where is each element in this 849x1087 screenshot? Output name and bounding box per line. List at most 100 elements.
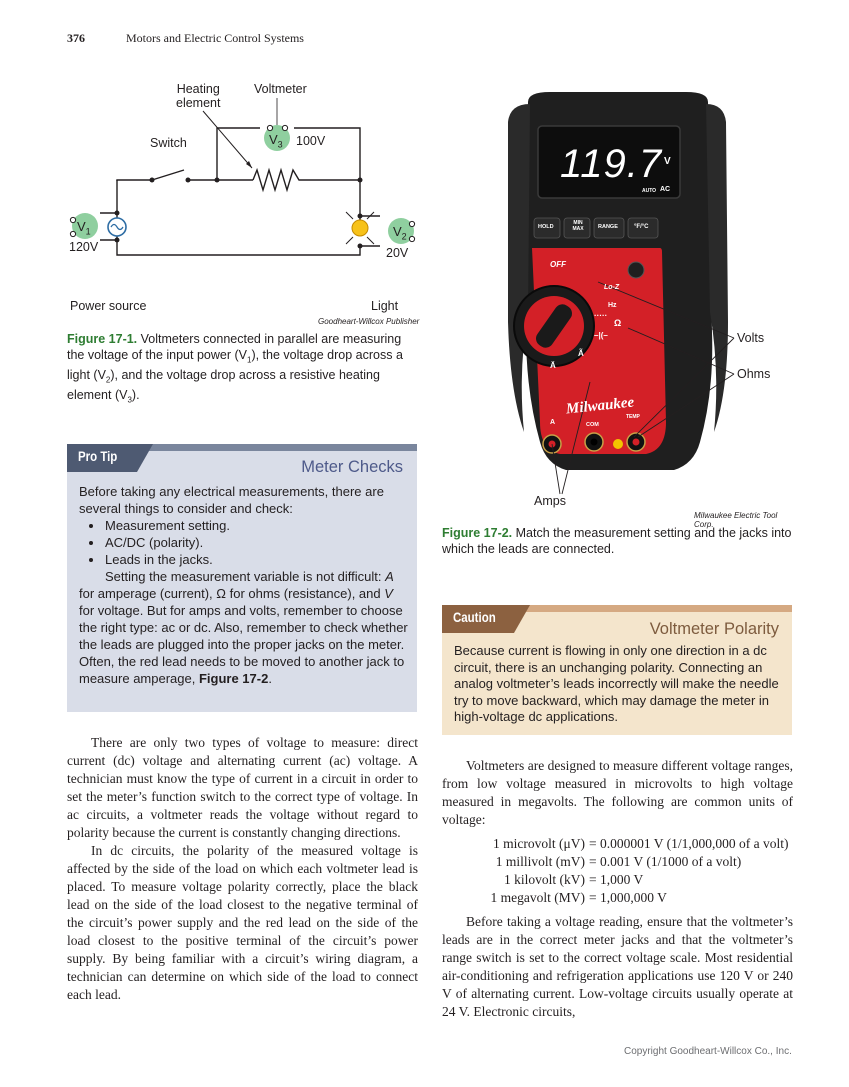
light-label: Light — [371, 299, 399, 313]
v3-meter-label: V3 — [269, 132, 283, 150]
dial-symbol: Ã — [578, 349, 584, 358]
junction-dot — [114, 237, 120, 243]
text-run: for amperage (current), Ω for ohms (resi… — [79, 586, 385, 601]
junction-dot — [357, 177, 363, 183]
caption-text: ), the voltage drop across a light (V — [67, 347, 403, 382]
unit-value: = 1,000,000 V — [589, 890, 667, 905]
text-run: Setting the measurement variable is not … — [105, 569, 386, 584]
figure-17-1-caption: Figure 17-1. Voltmeters connected in par… — [67, 332, 412, 408]
dial-ohm-label: Ω — [614, 318, 622, 328]
figure-credit: Milwaukee Electric Tool Corp. — [694, 511, 778, 529]
range-button-label: RANGE — [598, 224, 618, 230]
meter-display-unit: V — [664, 156, 671, 167]
unit-name: 1 microvolt (μV) — [493, 836, 585, 851]
figure-17-1: Heating element Voltmeter Switch V3 100V… — [60, 78, 430, 328]
list-item: 1 kilovolt (kV)= 1,000 V — [442, 871, 793, 889]
voltmeter-label: Voltmeter — [254, 82, 307, 96]
pro-tip-tab — [67, 444, 153, 472]
copyright-notice: Copyright Goodheart-Willcox Co., Inc. — [624, 1046, 792, 1057]
v3-loop — [216, 127, 260, 180]
caution-tab — [442, 605, 530, 633]
left-column-text: There are only two types of voltage to m… — [67, 734, 418, 1004]
volts-pointer — [633, 337, 735, 438]
caution-body: Because current is flowing in only one d… — [454, 643, 779, 724]
switch-contact-dot — [185, 177, 191, 183]
v1-meter-label: V1 — [77, 219, 91, 237]
v3-symbol: V — [269, 132, 278, 147]
running-head: Motors and Electric Control Systems — [126, 31, 304, 45]
junction-dot — [214, 177, 220, 183]
right-column-text: Voltmeters are designed to measure diffe… — [442, 757, 793, 1021]
v2-value: 20V — [386, 246, 409, 260]
v1-meter — [69, 213, 98, 239]
top-wire — [116, 179, 152, 181]
meter-jacks — [542, 432, 646, 454]
unit-name: 1 kilovolt (kV) — [504, 872, 585, 887]
temp-unit-button-label: °F/°C — [634, 224, 649, 230]
ohms-pointer — [627, 327, 735, 375]
heating-element-label-line2: element — [176, 96, 221, 110]
hold-button-label: HOLD — [538, 224, 554, 230]
ohms-pointer — [637, 373, 735, 438]
caption-text: Match the measurement setting and the ja… — [442, 526, 792, 556]
pro-tip-top-bar — [67, 444, 417, 451]
meter-display-mode: AC — [660, 186, 671, 193]
list-item: 1 microvolt (μV)= 0.000001 V (1/1,000,00… — [442, 835, 793, 853]
paragraph: Voltmeters are designed to measure diffe… — [442, 758, 793, 827]
v3-meter — [264, 124, 290, 151]
jack-temp-label: TEMP — [626, 414, 640, 420]
heating-element-label: Heating element — [176, 82, 220, 110]
text-run: for voltage. But for amps and volts, rem… — [79, 603, 408, 686]
pro-tip-intro: Before taking any electrical measurement… — [79, 484, 384, 516]
amps-pointer — [551, 443, 561, 495]
circuit-diagram — [69, 98, 416, 256]
v2-subscript: 2 — [401, 231, 407, 242]
v3-subscript: 3 — [277, 139, 283, 150]
unit-name: 1 megavolt (MV) — [490, 890, 585, 905]
pro-tip-checklist: Measurement setting. AC/DC (polarity). L… — [79, 517, 409, 568]
pro-tip-title: Meter Checks — [301, 458, 403, 476]
left-wire — [116, 180, 361, 256]
pro-tip-sidebar: Pro Tip Meter Checks Before taking any e… — [67, 444, 417, 712]
v3-loop-right — [294, 127, 361, 180]
list-item: AC/DC (polarity). — [104, 534, 409, 551]
jack-a-label: A — [550, 419, 556, 426]
page-number: 376 — [67, 31, 85, 45]
figure-17-2-caption: Figure 17-2. Match the measurement setti… — [442, 526, 792, 557]
v1-leads — [100, 212, 117, 241]
text-run-italic: A — [385, 569, 394, 584]
backlight-button — [627, 261, 645, 279]
power-source-label: Power source — [70, 299, 147, 313]
minmax-button-label: MIN MAX — [572, 220, 584, 232]
volts-pointer — [597, 281, 735, 339]
caption-sub: 2 — [105, 375, 111, 384]
caption-text: ), and the voltage drop across a resisti… — [67, 367, 380, 402]
unit-name: 1 millivolt (mV) — [495, 854, 585, 869]
text-run-italic: V — [384, 586, 393, 601]
switch-blade — [151, 169, 185, 181]
volts-label: Volts — [737, 331, 765, 345]
figure-17-2: ····· –|(– Ã Ä 119.7 V AUTO AC HOLD — [490, 92, 792, 529]
heating-element-label-line1: Heating — [176, 82, 220, 96]
switch-contact-dot — [149, 177, 155, 183]
dial-hz-label: Hz — [608, 302, 617, 309]
paragraph: There are only two types of voltage to m… — [67, 735, 418, 840]
meter-buttons — [533, 217, 659, 239]
list-item: 1 megavolt (MV) = 1,000,000 V — [442, 889, 793, 907]
lamp-icon — [345, 206, 375, 245]
pro-tip-paragraph: Setting the measurement variable is not … — [79, 568, 409, 687]
v3-value: 100V — [296, 134, 326, 148]
unit-value: = 0.001 V (1/1000 of a volt) — [589, 854, 742, 869]
text-run: . — [268, 671, 272, 686]
v2-symbol: V — [393, 224, 402, 239]
caution-title: Voltmeter Polarity — [649, 620, 779, 638]
pro-tip-tab-label: Pro Tip — [78, 449, 118, 464]
v1-value: 120V — [69, 240, 99, 254]
ohms-label: Ohms — [737, 367, 771, 381]
pro-tip-body: Before taking any electrical measurement… — [79, 483, 409, 687]
caption-sub: 3 — [127, 395, 132, 404]
dial-loz-label: Lo-Z — [604, 284, 620, 291]
meter-display-auto: AUTO — [642, 188, 657, 194]
dial-symbol: Ä — [550, 361, 556, 370]
figure-label: Figure 17-2. — [442, 526, 513, 540]
